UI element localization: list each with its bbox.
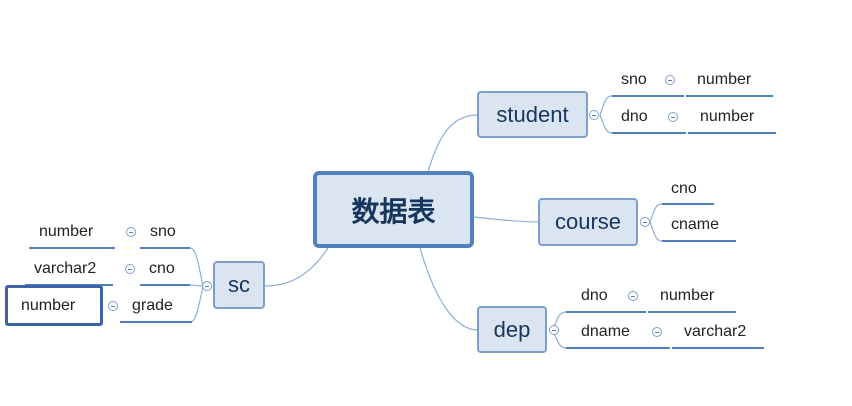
- underline: [120, 321, 192, 323]
- topic-sc-label: sc: [228, 272, 250, 297]
- collapse-toggle-student-dno[interactable]: [668, 112, 678, 122]
- underline: [612, 132, 686, 134]
- underline: [686, 95, 773, 97]
- underline: [648, 311, 736, 313]
- underline: [29, 247, 115, 249]
- root-topic[interactable]: 数据表: [313, 171, 474, 248]
- underline: [662, 203, 714, 205]
- link-root-dep: [419, 247, 479, 331]
- student-field-sno-type[interactable]: number: [697, 71, 752, 88]
- collapse-toggle-student[interactable]: [589, 110, 599, 120]
- sc-field-cno-type[interactable]: varchar2: [34, 260, 97, 277]
- topic-dep[interactable]: dep: [477, 306, 547, 353]
- link-course-fields: [649, 203, 663, 242]
- collapse-toggle-dep-dno[interactable]: [628, 291, 638, 301]
- student-field-dno-name[interactable]: dno: [621, 108, 648, 125]
- course-field-cname[interactable]: cname: [671, 216, 720, 233]
- link-root-sc: [264, 247, 329, 287]
- root-topic-label: 数据表: [351, 194, 436, 228]
- sc-field-cno-name[interactable]: cno: [149, 260, 175, 277]
- underline: [140, 247, 190, 249]
- underline: [140, 284, 190, 286]
- collapse-toggle-student-sno[interactable]: [665, 75, 675, 85]
- collapse-toggle-course[interactable]: [640, 217, 650, 227]
- link-root-student: [427, 114, 479, 173]
- underline: [672, 347, 764, 349]
- underline: [688, 132, 776, 134]
- collapse-toggle-sc-sno[interactable]: [126, 227, 136, 237]
- sc-field-grade-name[interactable]: grade: [132, 297, 173, 314]
- collapse-toggle-sc-grade[interactable]: [108, 301, 118, 311]
- underline: [612, 95, 684, 97]
- selected-node-highlight: [5, 285, 103, 326]
- dep-field-dname-type[interactable]: varchar2: [684, 323, 747, 340]
- underline: [566, 347, 670, 349]
- topic-student-label: student: [496, 101, 569, 127]
- student-field-sno-name[interactable]: sno: [621, 71, 647, 88]
- topic-course-label: course: [554, 209, 622, 234]
- topic-course[interactable]: course: [538, 198, 638, 246]
- dep-field-dname-name[interactable]: dname: [581, 323, 630, 340]
- dep-field-dno-type[interactable]: number: [660, 287, 715, 304]
- collapse-toggle-sc[interactable]: [202, 281, 212, 291]
- collapse-toggle-sc-cno[interactable]: [125, 264, 135, 274]
- sc-field-grade-type[interactable]: number: [21, 297, 76, 314]
- student-field-dno-type[interactable]: number: [700, 108, 755, 125]
- topic-sc[interactable]: sc: [213, 261, 265, 309]
- collapse-toggle-dep[interactable]: [549, 325, 559, 335]
- topic-dep-label: dep: [493, 316, 531, 342]
- collapse-toggle-dep-dname[interactable]: [652, 327, 662, 337]
- link-student-fields: [599, 95, 613, 134]
- link-root-course: [473, 216, 539, 223]
- sc-field-sno-type[interactable]: number: [39, 223, 94, 240]
- dep-field-dno-name[interactable]: dno: [581, 287, 608, 304]
- sc-field-sno-name[interactable]: sno: [150, 223, 176, 240]
- underline: [662, 240, 736, 242]
- underline: [566, 311, 646, 313]
- course-field-cno[interactable]: cno: [671, 180, 697, 197]
- topic-student[interactable]: student: [477, 91, 588, 138]
